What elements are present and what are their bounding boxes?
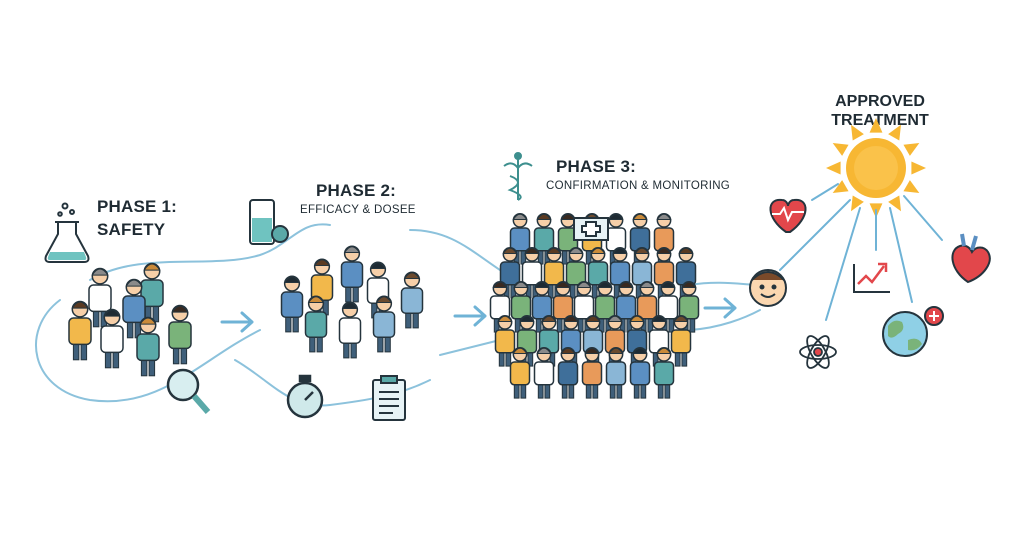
caduceus-icon — [503, 152, 533, 201]
phase-3-subtitle: CONFIRMATION & MONITORING — [546, 180, 731, 192]
arrow-right-icon — [453, 305, 487, 327]
phase-1-title: PHASE 1: — [97, 197, 178, 216]
atom-icon — [799, 335, 837, 369]
phase-2-subtitle: EFFICACY & DOSEE — [300, 204, 416, 216]
anatomical-heart-icon — [951, 233, 991, 284]
rising-chart-icon — [853, 262, 890, 293]
outcome-rays — [779, 183, 943, 321]
arrow-right-icon — [220, 311, 254, 333]
hospital-sign-icon — [573, 217, 609, 241]
clipboard-icon — [372, 375, 406, 421]
flask-icon — [44, 202, 90, 263]
stopwatch-icon — [286, 374, 324, 419]
phase-1-participants — [68, 262, 192, 377]
outcome-line-1: APPROVED — [835, 93, 925, 110]
phase-3-title: PHASE 3: — [556, 157, 637, 176]
sun-icon — [826, 118, 926, 218]
phase-1-subtitle: SAFETY — [97, 220, 166, 239]
globe-icon — [882, 306, 944, 357]
magnifier-icon — [166, 368, 211, 414]
arrow-right-icon — [703, 297, 737, 319]
outcome-line-2: TREATMENT — [831, 112, 929, 129]
smiling-face-icon — [749, 269, 787, 307]
heart-pulse-icon — [769, 198, 807, 233]
test-tube-icon — [249, 199, 289, 245]
phase-3-participants — [489, 213, 700, 399]
approved-treatment-label: APPROVED TREATMENT — [820, 92, 940, 130]
phase-2-participants — [280, 245, 424, 359]
phase-2-title: PHASE 2: — [316, 181, 397, 200]
